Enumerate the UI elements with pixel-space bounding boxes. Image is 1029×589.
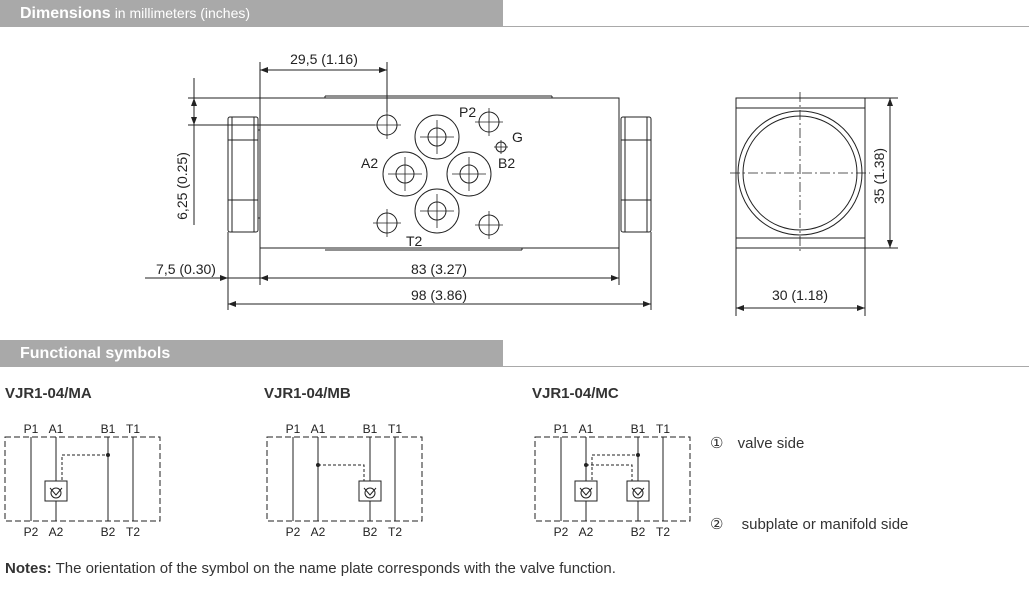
- dim-total-length: 98 (3.86): [411, 287, 467, 303]
- port-bottom-t2: T2: [388, 525, 402, 539]
- port-top-t1: T1: [656, 422, 670, 436]
- port-top-a1: A1: [311, 422, 326, 436]
- port-top-p1: P1: [554, 422, 569, 436]
- dimensions-title: Dimensions: [20, 5, 111, 22]
- port-bottom-p2: P2: [24, 525, 39, 539]
- port-top-t1: T1: [126, 422, 140, 436]
- dim-height: 35 (1.38): [871, 148, 887, 204]
- port-label-p2: P2: [459, 104, 476, 120]
- port-bottom-t2: T2: [656, 525, 670, 539]
- dimension-drawing: 29,5 (1.16) 6,25 (0.25) 7,5 (0.30) 83 (3…: [145, 51, 898, 316]
- port-top-p1: P1: [24, 422, 39, 436]
- dim-left-offset: 7,5 (0.30): [156, 261, 216, 277]
- port-top-a1: A1: [49, 422, 64, 436]
- notes-text: The orientation of the symbol on the nam…: [51, 560, 616, 577]
- right-nut: [620, 116, 652, 233]
- legend-text-2: subplate or manifold side: [741, 516, 909, 533]
- dim-body-length: 83 (3.27): [411, 261, 467, 277]
- legend-text-1: valve side: [737, 435, 805, 452]
- port-bottom-p2: P2: [554, 525, 569, 539]
- port-label-g: G: [512, 129, 523, 145]
- dim-top-offset: 29,5 (1.16): [290, 51, 358, 67]
- port-label-b2: B2: [498, 155, 515, 171]
- port-label-a2: A2: [361, 155, 378, 171]
- symbol-diagram-mc: P1 A1 B1 T1 P2 A2 B2 T2: [534, 422, 691, 539]
- dim-height-offset: 6,25 (0.25): [174, 152, 190, 220]
- port-top-b1: B1: [631, 422, 646, 436]
- functional-header: Functional symbols: [0, 340, 503, 367]
- port-bottom-a2: A2: [49, 525, 64, 539]
- legend-subplate-side: ② subplate or manifold side: [710, 515, 908, 533]
- legend-marker-1: ①: [710, 435, 724, 452]
- left-nut: [227, 116, 259, 233]
- notes: Notes: The orientation of the symbol on …: [5, 560, 616, 577]
- notes-label: Notes:: [5, 560, 52, 577]
- port-bottom-b2: B2: [363, 525, 378, 539]
- legend-marker-2: ②: [710, 516, 724, 533]
- symbol-title-mb: VJR1-04/MB: [264, 385, 351, 402]
- port-bottom-b2: B2: [631, 525, 646, 539]
- port-bottom-p2: P2: [286, 525, 301, 539]
- port-bottom-a2: A2: [311, 525, 326, 539]
- port-bottom-t2: T2: [126, 525, 140, 539]
- port-bottom-a2: A2: [579, 525, 594, 539]
- port-top-a1: A1: [579, 422, 594, 436]
- symbol-diagram-ma: P1 A1 B1 T1 P2 A2 B2 T2: [4, 422, 161, 539]
- dimensions-subtitle: in millimeters (inches): [114, 5, 251, 21]
- legend-valve-side: ① valve side: [710, 434, 804, 452]
- symbol-title-ma: VJR1-04/MA: [5, 385, 92, 402]
- port-bottom-b2: B2: [101, 525, 116, 539]
- valve-body: [259, 97, 620, 249]
- dim-width: 30 (1.18): [772, 287, 828, 303]
- port-top-b1: B1: [101, 422, 116, 436]
- port-top-b1: B1: [363, 422, 378, 436]
- functional-header-rule: [0, 366, 1029, 367]
- symbol-diagram-mb: P1 A1 B1 T1 P2 A2 B2 T2: [266, 422, 423, 539]
- port-label-t2: T2: [406, 233, 423, 249]
- functional-title: Functional symbols: [20, 345, 171, 362]
- symbol-title-mc: VJR1-04/MC: [532, 385, 619, 402]
- port-top-t1: T1: [388, 422, 402, 436]
- dimensions-header-rule: [0, 26, 1029, 27]
- port-top-p1: P1: [286, 422, 301, 436]
